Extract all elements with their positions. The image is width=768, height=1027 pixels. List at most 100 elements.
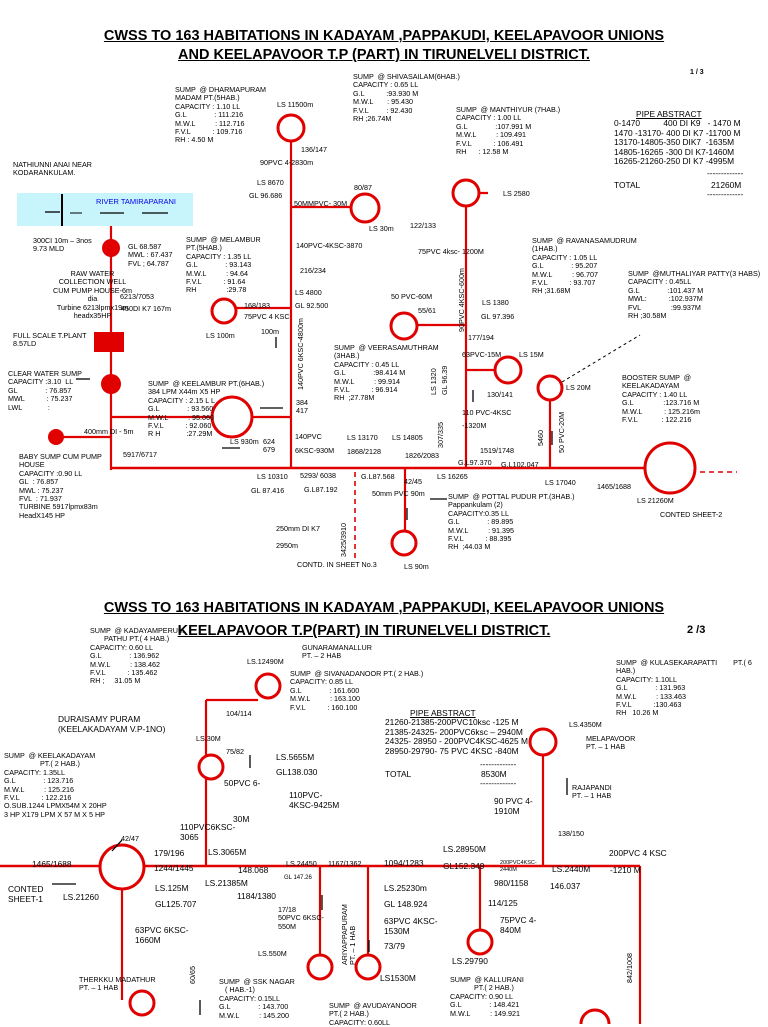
sump-avudayanoor-info: SUMP @ AVUDAYANOOR PT.( 2 HAB.) CAPACITY… [329,1001,417,1027]
ls-12490: LS.12490M [247,657,284,666]
sheet1-pipe-abstract-title: PIPE ABSTRACT [636,109,702,119]
di-450: 450DI K7 167m [121,304,171,313]
m-1320: -1320M [462,421,487,430]
ch-1094: 1094/1283 [384,858,424,868]
therkku-label: THERKKU MADATHUR PT. – 1 HAB [79,975,156,993]
pvc-3870: 140PVC-4KSC-3870 [296,241,363,250]
booster-sump-info: BOOSTER SUMP @ KEELAKADAYAM CAPACITY : 1… [622,373,701,425]
sheet1-pipe-dash1: ------------- [707,168,744,178]
sheet1-total-label: TOTAL [614,180,641,190]
anai-label: NATHIUNNI ANAI NEAR KODARANKULAM. [13,160,92,178]
pvc-60m: 50 PVC-60M [391,292,433,301]
ls-100m: LS 100m [206,331,235,340]
ch-179: 179/196 [154,848,185,858]
pvc-6: 50PVC 6- [224,778,261,788]
ls-4800: LS 4800 [295,288,322,297]
pvc-200-4: 200PVC 4 KSC [609,848,667,858]
m-2950: 2950m [276,541,298,550]
conted-sheet1: CONTED SHEET-1 [8,884,44,904]
sheet2-title-line2a: KEELAPAVOOR T.P(PART) [177,623,361,639]
river-name: RIVER TAMIRAPARANI [96,197,177,206]
pvc-75-4: 75PVC 4 KSC [244,312,290,321]
baby-sump [48,429,64,445]
flow-arrow-s2-d [111,839,123,852]
sheet2-page-number: 2 /3 [687,624,706,636]
contd-sheet3: CONTD. IN SHEET No.3 [297,560,377,569]
sheet1-title-line2: AND KEELAPAVOOR T.P (PART) IN TIRUNELVEL… [0,47,768,63]
ch-216: 216/234 [300,266,326,275]
sheet1-page-number: 1 / 3 [690,69,704,76]
ch-17: 17/18 50PVC 6KSC- 550M [278,905,324,931]
ch-42-s2: 42/47 [121,834,139,843]
sump-manthiyur-info: SUMP @ MANTHIYUR (7HAB.) CAPACITY : 1.00… [456,105,561,157]
ch-1868: 1868/2128 [347,447,381,456]
ch-80: 80/87 [354,183,372,192]
ch-104: 104/114 [226,709,252,718]
sump-ssk-info: SUMP @ SSK NAGAR ( HAB.-1) CAPACITY: 0.1… [219,977,295,1020]
conted-sheet2: CONTED SHEET-2 [660,510,723,519]
muthaliyar-sump [536,374,564,402]
sump-ravanasamudrum-info: SUMP @ RAVANASAMUDRUM (1HAB.) CAPACITY :… [532,236,637,296]
pvc-1200: 75PVC 4ksc- 1200M [418,247,484,256]
ls-10310: LS 10310 [257,472,288,481]
rajapandi-sump [466,928,494,956]
sheet2-total-label: TOTAL [385,769,412,779]
ch-624: 624 679 [263,437,275,455]
sump-sivanadanoor-info: SUMP @ SIVANADANOOR PT.( 2 HAB.) CAPACIT… [290,669,424,712]
raw-water-well [102,239,120,257]
melapavoor-label: MELAPAVOOR PT. – 1 HAB [586,734,636,752]
ls-15m: LS 15M [519,350,544,359]
ch-177: 177/194 [468,333,494,342]
pvc-1530: 63PVC 4KSC- 1530M [384,916,438,936]
sheet1-title-line2a: AND KEELAPAVOOR T.P (PART) [178,47,401,63]
pvc-9425: 110PVC- 4KSC-9425M [289,790,340,810]
pvc-15m: 63PVC-15M [462,350,502,359]
shivasailam-sump [349,192,381,224]
sump-kulasekarapatti-info: SUMP @ KULASEKARAPATTI PT.( 6 HAB.) CAPA… [616,658,752,718]
gl-152349: GL152.349 [443,861,485,871]
ch-130: 130/141 [487,390,513,399]
gl-92500: GL 92.500 [295,301,329,310]
clear-water-sump-info: CLEAR WATER SUMP CAPACITY :3.10 LL GL : … [8,369,82,412]
ls-8670: LS 8670 [257,178,284,187]
ariyappapuram-label: ARIYAPPAPURAM PT. – 1 HAB [340,904,358,965]
ch-1465: 1465/1688 [597,482,631,491]
ci-pipe-info: 300CI 10m – 3nos 9.73 MLD [33,236,92,254]
ch-384: 384 417 [296,398,308,416]
sheet1-pipe-dash2: ------------- [707,189,744,199]
sheet2-total-value: 8530M [481,769,507,779]
ls-24450: LS.24450 [286,859,317,868]
sump-melambur-info: SUMP @ MELAMBUR PT.(5HAB.) CAPACITY : 1.… [186,235,261,295]
sheet2-title-line2: KEELAPAVOOR T.P(PART) IN TIRUNELVELI DIS… [0,623,748,639]
ls-30m-s2: LS.30M [196,734,221,743]
ch-1167: 1167/1362 [328,859,362,868]
pvc-2830: 90PVC 4-2830m [260,158,314,167]
ls-1380: LS 1380 [482,298,509,307]
ch-60-vertical: 60/65 [188,966,197,984]
gl-96686: GL 96.686 [249,191,283,200]
ch-122: 122/133 [410,221,436,230]
ch-980: 980/1158 [494,878,529,888]
pvc-90m: 50mm PVC 90m [372,489,425,498]
ls-2580: LS 2580 [503,189,530,198]
ch-1519: 1519/1748 [480,446,514,455]
ls-550: LS.550M [258,949,287,958]
ssk-nagar-sump [306,953,334,981]
intake-levels: GL 68.587 MWL : 67.437 FVL ; 64.787 [128,242,173,268]
baby-sump-info: BABY SUMP CUM PUMP HOUSE CAPACITY :0.90 … [19,452,102,520]
gl-97396: GL 97.396 [481,312,515,321]
ch-114-s2: 114/125 [488,898,518,908]
pvc-3065: 110PVC6KSC- 3065 [180,822,236,842]
ch-1826: 1826/2083 [405,451,439,460]
pottal-pudur-sump [390,529,418,557]
gl-97370: G.L97.370 [458,458,492,467]
gl-87568: G.L87.568 [361,472,395,481]
sivanadanoor-sump [254,672,282,700]
ls-4350: LS.4350M [569,720,602,729]
ch-168: 168/183 [244,301,270,310]
therkku-sump [128,989,156,1017]
sump-dharmapuram-info: SUMP @ DHARMAPURAM MADAM PT.(5HAB.) CAPA… [175,85,267,145]
pvc-930: 6KSC-930M [295,446,335,455]
sheet1-title-line1: CWSS TO 163 HABITATIONS IN KADAYAM ,PAPP… [103,28,665,44]
